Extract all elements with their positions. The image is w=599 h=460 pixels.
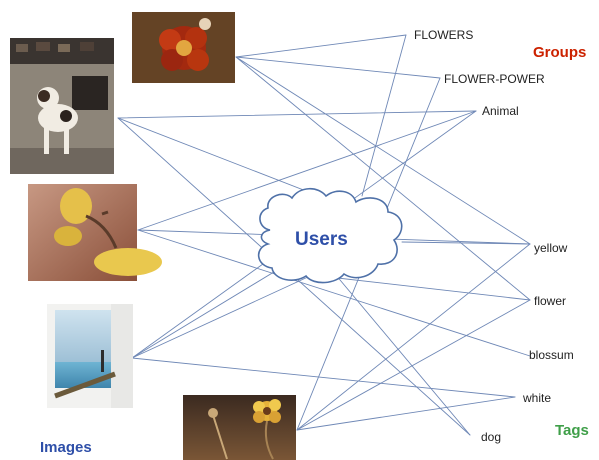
edge-line <box>235 34 407 58</box>
edge-line <box>235 56 531 301</box>
edge-line <box>137 110 477 231</box>
tag-label-blossum: blossum <box>529 348 574 362</box>
groups-heading: Groups <box>533 44 586 61</box>
edge-line <box>296 396 516 431</box>
edge-line <box>329 267 471 436</box>
tags-heading: Tags <box>555 422 589 439</box>
edge-line <box>235 56 441 79</box>
users-label: Users <box>295 229 348 250</box>
edge-line <box>117 110 477 119</box>
group-label-flowers: FLOWERS <box>414 28 473 42</box>
image-yellow-leaves <box>28 184 162 281</box>
edge-line <box>319 275 531 301</box>
images-heading: Images <box>40 439 92 456</box>
users-cloud <box>257 187 403 284</box>
edge-line <box>137 229 531 357</box>
image-red-flower <box>132 12 235 83</box>
image-ship-deck <box>47 304 133 408</box>
edge-line <box>235 56 531 245</box>
tag-label-white: white <box>522 391 551 405</box>
image-dog-street <box>10 38 114 174</box>
tag-label-flower: flower <box>534 294 566 308</box>
group-label-flower-power: FLOWER-POWER <box>444 72 545 86</box>
edge-line <box>296 243 531 431</box>
edge-line <box>361 34 407 197</box>
edge-line <box>296 299 531 431</box>
edge-line <box>131 357 516 398</box>
image-dry-flower <box>183 395 296 460</box>
tag-label-yellow: yellow <box>534 241 568 255</box>
group-label-animal: Animal <box>482 104 519 118</box>
tag-label-dog: dog <box>481 430 501 444</box>
edge-line <box>401 241 531 245</box>
